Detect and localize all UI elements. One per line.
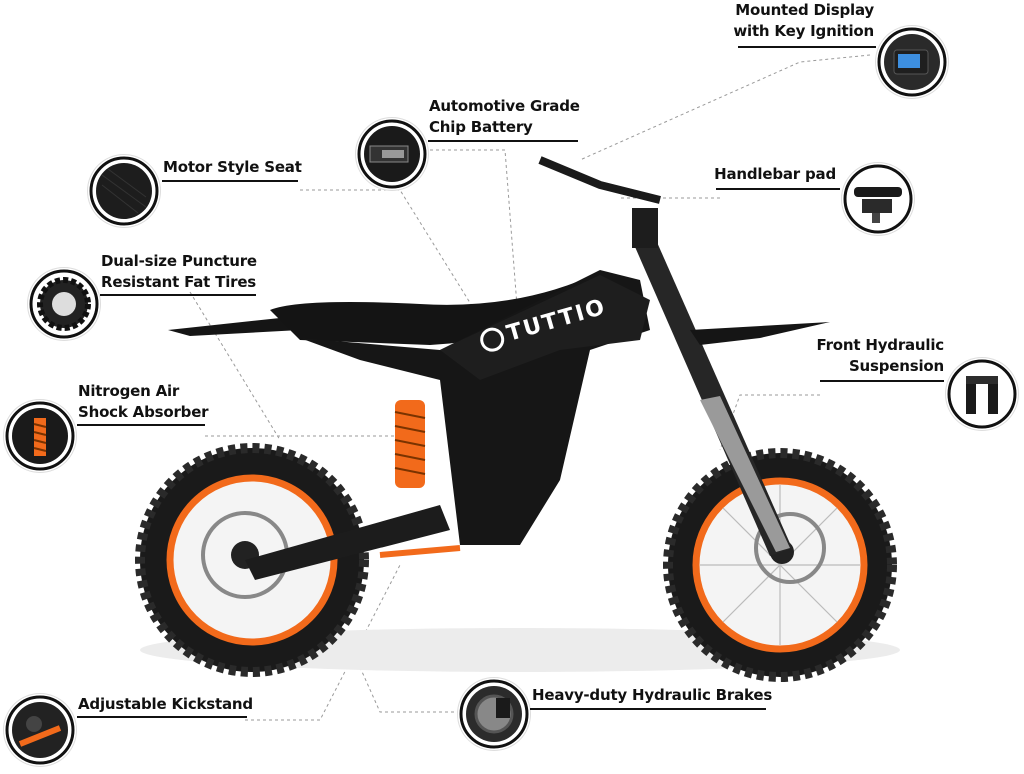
feature-label-brakes: Heavy-duty Hydraulic Brakes: [532, 686, 773, 704]
battery-badge: [356, 118, 428, 190]
underline-brakes: [530, 708, 766, 710]
kickstand-icon: [5, 695, 75, 765]
shock-absorber-icon: [5, 401, 75, 471]
underline-seat: [162, 180, 298, 182]
brake-icon: [459, 679, 529, 749]
seat-icon: [89, 156, 159, 226]
handlebar-badge: [842, 163, 914, 235]
battery-icon: [357, 119, 427, 189]
feature-label-tires: Dual-size Puncture Resistant Fat Tires: [101, 252, 257, 291]
feature-label-suspension: Front Hydraulic Suspension: [816, 336, 944, 375]
tires-badge: [28, 268, 100, 340]
feature-label-seat: Motor Style Seat: [163, 158, 302, 176]
handlebar-pad-icon: [843, 164, 913, 234]
feature-label-battery: Automotive Grade Chip Battery: [429, 97, 580, 136]
feature-label-display: Mounted Display with Key Ignition: [733, 1, 874, 40]
underline-display: [738, 46, 876, 48]
feature-label-kickstand: Adjustable Kickstand: [78, 695, 253, 713]
underline-suspension: [820, 380, 944, 382]
front-wheel: [663, 448, 897, 682]
display-icon: [877, 27, 947, 97]
feature-label-handlebar: Handlebar pad: [714, 165, 836, 183]
underline-shock: [77, 424, 205, 426]
tire-icon: [29, 269, 99, 339]
display-badge: [876, 26, 948, 98]
fork-icon: [947, 359, 1017, 429]
shock-badge: [4, 400, 76, 472]
underline-kickstand: [77, 716, 247, 718]
kickstand-badge: [4, 694, 76, 766]
feature-label-shock: Nitrogen Air Shock Absorber: [78, 382, 209, 421]
brakes-badge: [458, 678, 530, 750]
underline-tires: [100, 294, 256, 296]
seat-badge: [88, 155, 160, 227]
suspension-badge: [946, 358, 1018, 430]
underline-handlebar: [716, 188, 840, 190]
underline-battery: [428, 140, 578, 142]
